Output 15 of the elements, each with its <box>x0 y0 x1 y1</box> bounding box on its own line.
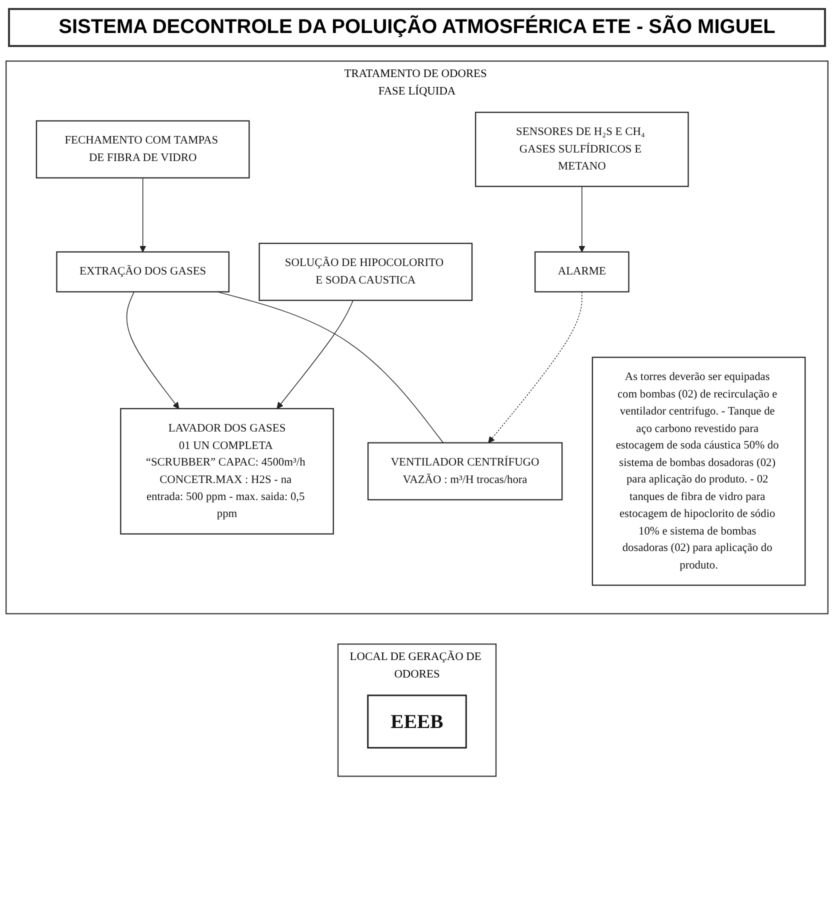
node-box: ALARME <box>534 251 630 292</box>
node-box: SOLUÇÃO DE HIPOCOLORITO E SODA CAUSTICA <box>258 242 473 301</box>
arrow <box>126 291 180 409</box>
node-box: SENSORES DE H₂S E CH₄ GASES SULFÍDRICOS E METANO <box>475 112 689 187</box>
diagram-title: SISTEMA DECONTROLE DA POLUIÇÃO ATMOSFÉRICA ETE - SÃO MIGUEL <box>8 8 826 47</box>
node-box: VENTILADOR CENTRÍFUGO VAZÃO : m³/H trocas/hora <box>367 442 563 500</box>
arrow <box>139 178 146 252</box>
node-box: FECHAMENTO COM TAMPAS DE FIBRA DE VIDRO <box>36 120 250 178</box>
arrow <box>488 291 582 444</box>
node-box: LAVADOR DOS GASES 01 UN COMPLETA “SCRUBBER” CAPAC: 4500m³/h CONCETR.MAX : H2S - na entrada: 500 ppm - max. saida: 0,5 ppm <box>120 408 334 535</box>
arrow <box>578 186 586 252</box>
node-box: EXTRAÇÃO DOS GASES <box>56 251 230 292</box>
arrow <box>276 300 354 409</box>
node-box: As torres deverão ser equipadas com bombas (02) de recirculação e ventilador centrifugo. - Tanque de aço carbono revestido para estocagem de soda cáustica 50% do sistema de bombas dosadoras (02) para aplicação do produto. - 02 tanques de fibra de vidro para estocagem de hipoclorito de sódio 10% e sistema de bombas dosadoras (02) para aplicação do produto. <box>592 356 806 586</box>
node-box: EEEB <box>367 694 467 749</box>
